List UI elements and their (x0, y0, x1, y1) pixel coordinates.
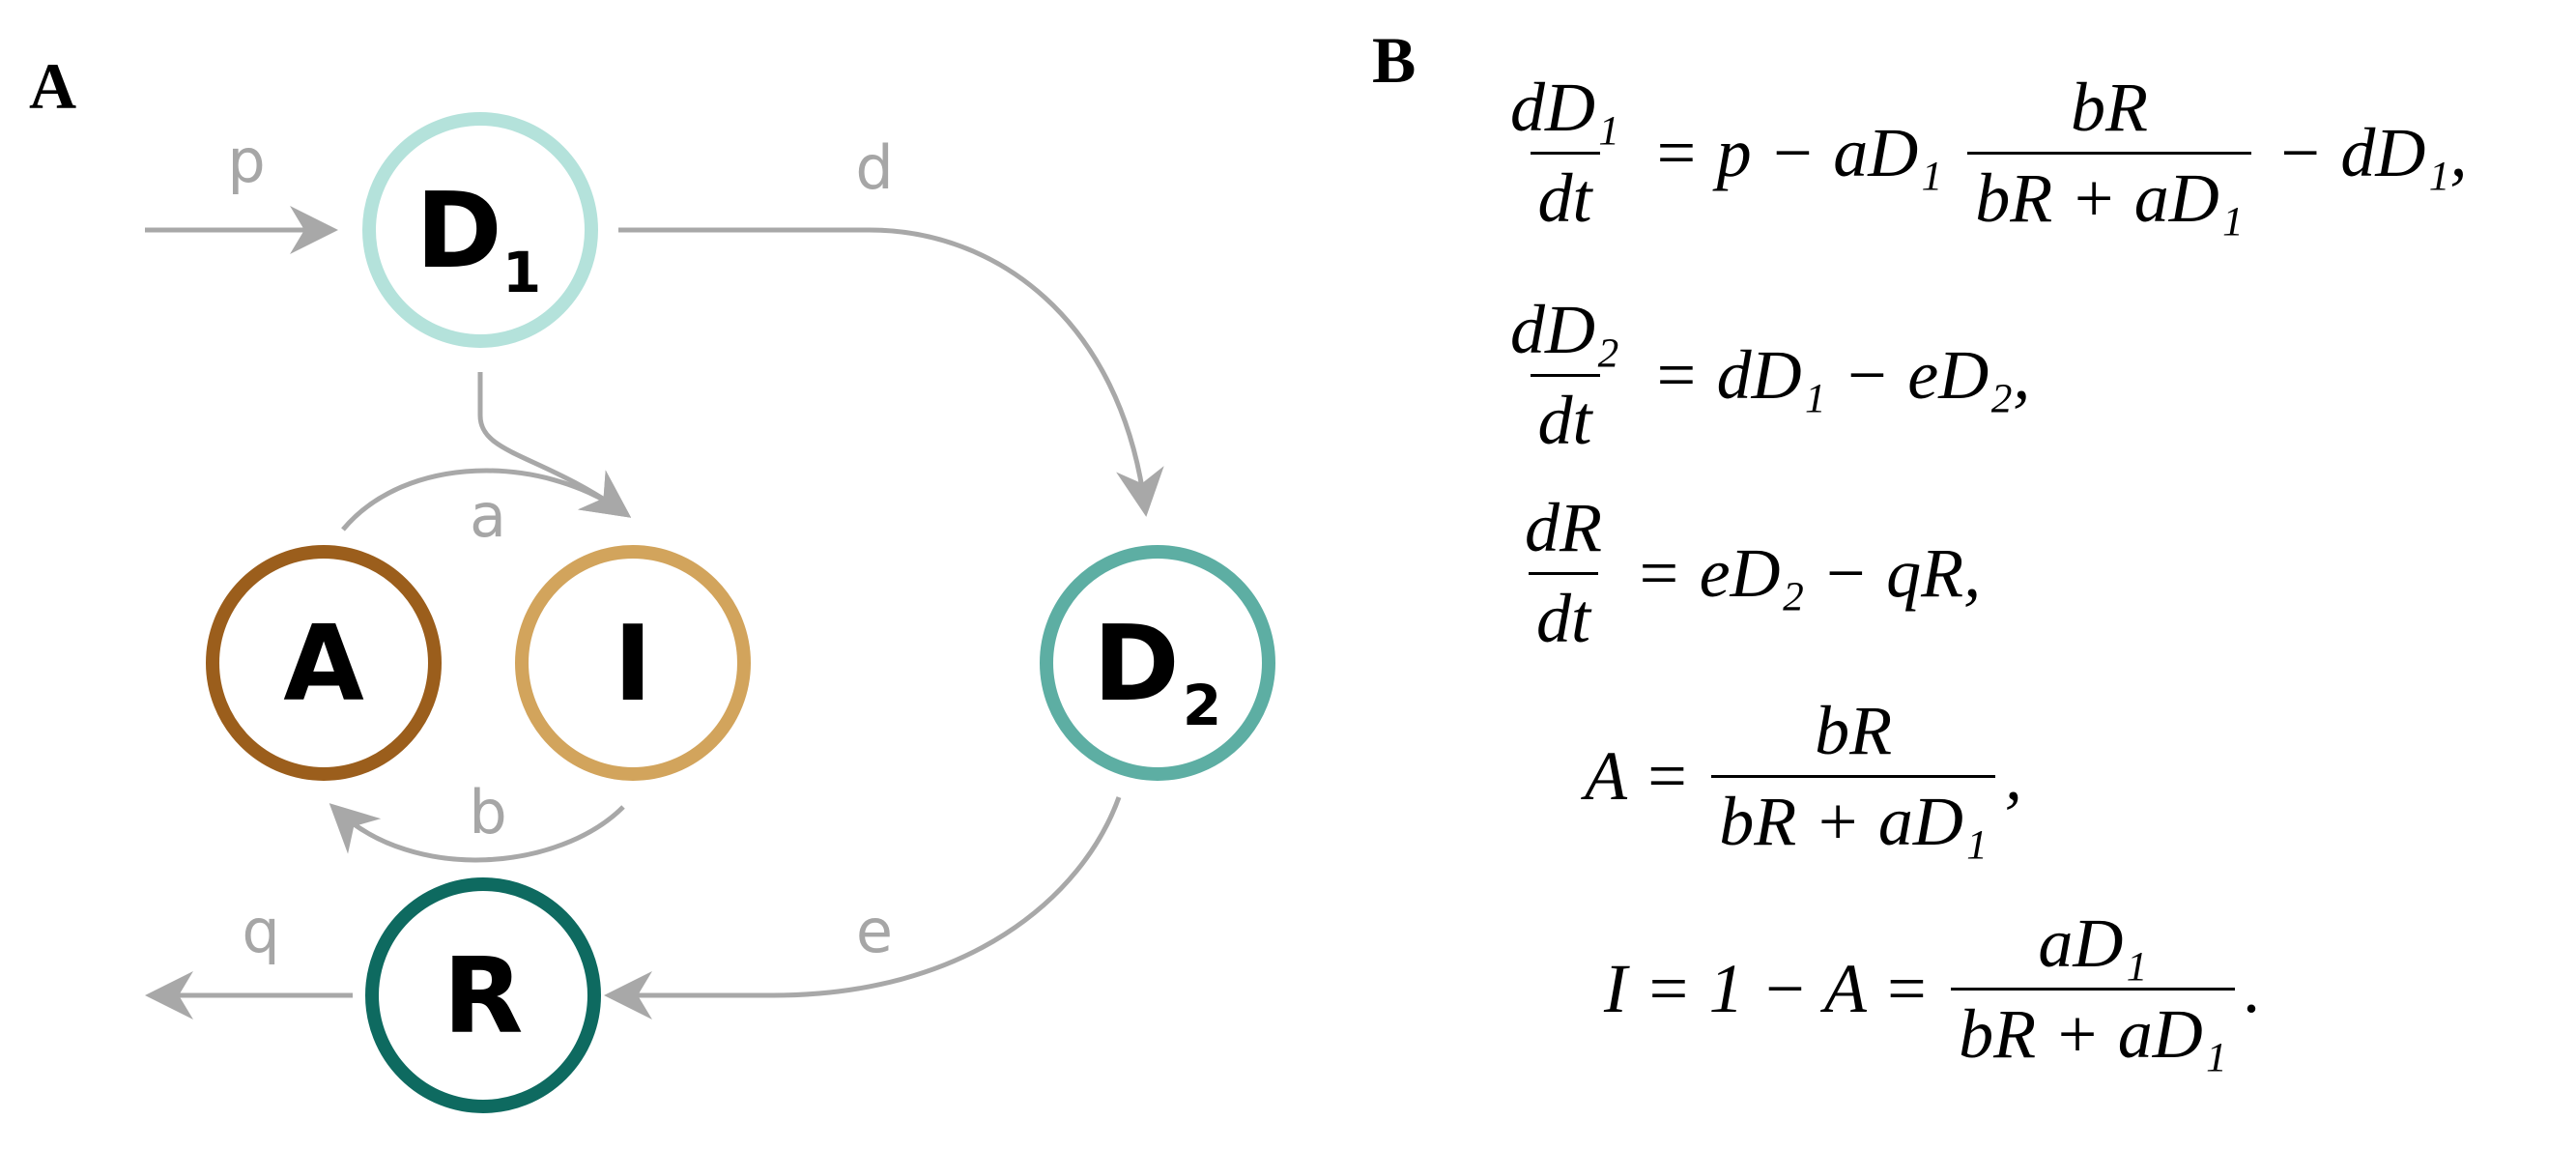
eq4-tail: , (2004, 737, 2022, 815)
eq1-lhs-denominator: dt (1530, 152, 1600, 239)
equation-d1: dD₁ dt = p − aD₁ bR bR + aD₁ − dD₁, (1493, 68, 2482, 239)
panel-label-a: A (29, 49, 76, 123)
node-a-ring (206, 545, 442, 781)
eq5-fraction: aD₁ bR + aD₁ (1951, 904, 2235, 1075)
node-d2-ring (1040, 545, 1275, 781)
equation-a: A = bR bR + aD₁ , (1585, 691, 2022, 862)
node-d2: D 2 (1040, 545, 1275, 781)
flow-arrow-d2-to-r (604, 796, 1122, 1020)
eq4-denominator: bR + aD₁ (1711, 775, 1995, 862)
node-d1-ring (362, 112, 598, 348)
eq1-rhs-numerator: bR (2071, 69, 2149, 146)
rate-label-b: b (469, 777, 506, 847)
node-d1: D 1 (362, 112, 598, 348)
eq1-rhs-denominator: bR + aD₁ (1967, 152, 2251, 239)
equations-panel: dD₁ dt = p − aD₁ bR bR + aD₁ − dD₁, dD₂ … (1449, 53, 2561, 1116)
eq5-denominator: bR + aD₁ (1951, 988, 2235, 1075)
node-a: A (206, 545, 442, 781)
eq1-lhs-fraction: dD₁ dt (1503, 68, 1627, 239)
eq4-numerator: bR (1815, 692, 1893, 769)
flow-arrow-d1-to-d2 (618, 227, 1164, 517)
equation-d2: dD₂ dt = dD₁ − eD₂, (1493, 290, 2046, 461)
node-i: I (515, 545, 751, 781)
eq2-lhs-fraction: dD₂ dt (1503, 290, 1627, 461)
eq5-tail: . (2244, 950, 2262, 1027)
flow-arrow-a-to-i (341, 468, 632, 531)
equation-i: I = 1 − A = aD₁ bR + aD₁ . (1604, 904, 2262, 1075)
rate-label-a: a (470, 480, 506, 551)
node-d1-subscript: 1 (502, 240, 541, 305)
eq1-rhs-part-b: − dD₁, (2275, 114, 2468, 191)
node-a-letter: A (283, 604, 364, 725)
node-r-letter: R (443, 936, 523, 1057)
panel-label-b: B (1372, 23, 1416, 97)
eq4-fraction: bR bR + aD₁ (1711, 691, 1995, 862)
node-r-ring (365, 877, 601, 1113)
rate-label-p: p (227, 126, 265, 196)
eq5-numerator: aD₁ (2038, 905, 2148, 982)
eq1-rhs-fraction: bR bR + aD₁ (1967, 68, 2251, 239)
rate-label-e: e (856, 896, 893, 966)
node-d2-letter: D (1093, 604, 1180, 725)
node-d2-subscript: 2 (1183, 673, 1221, 738)
node-i-ring (515, 545, 751, 781)
eq3-lhs-numerator: dR (1525, 489, 1602, 566)
eq3-lhs-denominator: dt (1528, 572, 1598, 659)
rate-label-q: q (242, 896, 279, 966)
eq3-rhs: = eD₂ − qR, (1634, 534, 1982, 612)
eq5-lhs: I = 1 − A = (1604, 950, 1931, 1027)
node-i-letter: I (614, 604, 652, 725)
eq1-lhs-numerator: dD₁ (1510, 69, 1620, 146)
equation-r: dR dt = eD₂ − qR, (1507, 488, 1996, 659)
eq1-rhs-part-a: = p − aD₁ (1652, 114, 1943, 191)
eq2-rhs: = dD₁ − eD₂, (1652, 336, 2031, 414)
flow-arrow-i-to-a (329, 803, 625, 863)
eq2-lhs-denominator: dt (1530, 374, 1600, 461)
rate-label-d: d (855, 132, 893, 203)
node-d1-letter: D (415, 171, 502, 292)
node-r: R (365, 877, 601, 1113)
eq4-lhs: A = (1585, 737, 1691, 815)
eq3-lhs-fraction: dR dt (1517, 488, 1610, 659)
eq2-lhs-numerator: dD₂ (1510, 291, 1620, 368)
